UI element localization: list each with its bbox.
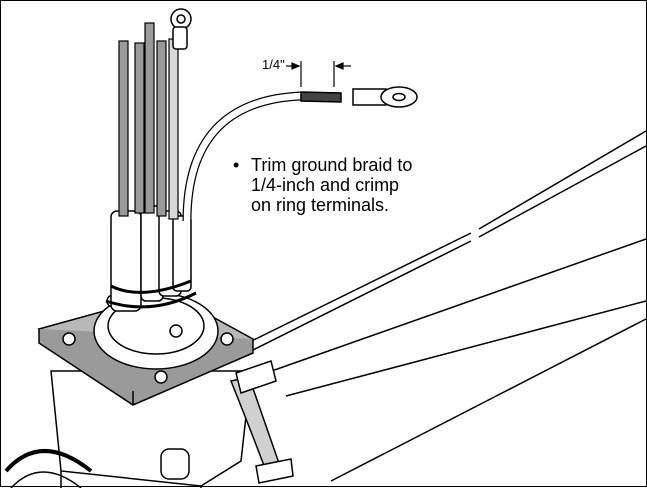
bullet-mark: •	[233, 155, 240, 175]
dimension-marker	[286, 61, 351, 87]
ring-terminal-loose	[352, 86, 418, 108]
callout-line-3: on ring terminals.	[251, 195, 390, 215]
ring-terminal-installed	[170, 8, 192, 50]
mounting-plate	[37, 292, 255, 406]
connector-boots	[105, 205, 197, 312]
hose-clamp	[229, 360, 294, 484]
housing	[4, 370, 252, 488]
braid-end	[300, 91, 342, 103]
callout-line-1: Trim ground braid to	[251, 155, 413, 175]
callout-line-2: 1/4-inch and crimp	[251, 175, 400, 195]
rail	[210, 130, 647, 482]
wires	[118, 22, 302, 222]
dimension-label: 1/4"	[262, 57, 285, 72]
